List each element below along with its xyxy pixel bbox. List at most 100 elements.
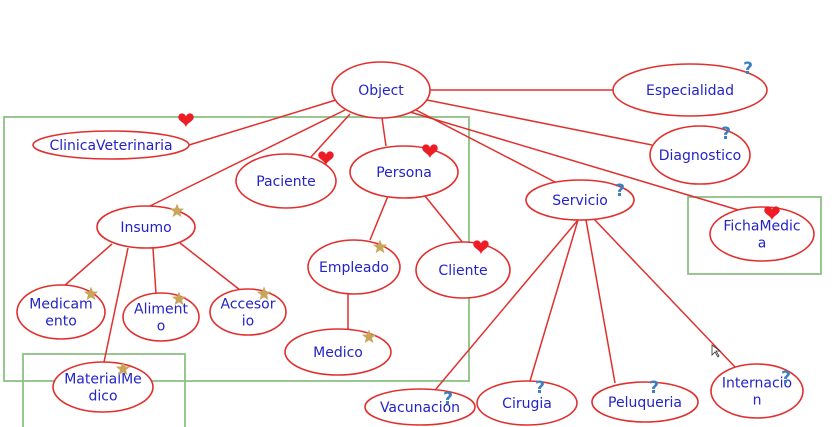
- node-empleado: Empleado: [307, 239, 401, 295]
- heart-icon: [422, 144, 438, 159]
- node-label: Object: [358, 83, 404, 99]
- star-icon: [372, 239, 388, 254]
- heart-icon: [473, 240, 489, 255]
- node-label: Cliente: [438, 263, 487, 279]
- heart-icon: [318, 151, 334, 166]
- question-mark-icon: ?: [535, 378, 545, 398]
- edge-insumo-accesorio: [179, 242, 241, 291]
- node-ellipse: [364, 388, 476, 426]
- node-label: o: [157, 319, 166, 335]
- node-label: ento: [45, 314, 77, 330]
- node-servicio: Servicio: [525, 179, 635, 221]
- edge-insumo-alimento: [152, 247, 157, 295]
- node-vacunacion: Vacunacion: [364, 388, 476, 426]
- nodes: Object EspecialidadClinicaVeterinariaPaci…: [16, 61, 815, 426]
- question-mark-icon: ?: [781, 368, 791, 388]
- question-mark-icon: ?: [743, 59, 753, 79]
- edge-persona-empleado: [369, 195, 389, 241]
- node-peluqueria: Peluqueria: [591, 381, 699, 423]
- node-ellipse: [649, 125, 751, 185]
- node-ellipse: [209, 288, 287, 336]
- node-label: MaterialMe: [64, 372, 142, 388]
- edge-servicio-internacion: [592, 217, 737, 369]
- markers: ???????: [83, 59, 791, 409]
- node-label: Medicam: [29, 297, 92, 313]
- edge-persona-cliente: [424, 195, 464, 244]
- node-label: Persona: [376, 165, 432, 181]
- edge-object-insumo: [149, 109, 346, 207]
- node-label: Accesor: [221, 297, 276, 313]
- node-label: Peluqueria: [608, 395, 682, 411]
- mouse-pointer-icon: [711, 344, 722, 358]
- heart-icon: [178, 113, 194, 128]
- node-ellipse: [591, 381, 699, 423]
- node-ellipse: [612, 63, 768, 117]
- node-label: ClinicaVeterinaria: [49, 138, 172, 154]
- node-label: dico: [88, 389, 117, 405]
- node-label: Paciente: [256, 174, 316, 190]
- node-label: Insumo: [120, 220, 171, 236]
- material-group-box: [22, 353, 186, 427]
- node-diagnostico: Diagnostico: [649, 125, 751, 185]
- edge-object-persona: [381, 117, 387, 147]
- node-cliente: Cliente: [415, 241, 511, 299]
- node-label: Empleado: [319, 260, 389, 276]
- edge-servicio-peluqueria: [585, 219, 616, 384]
- edge-object-ficha_medica: [409, 111, 746, 213]
- heart-icon: [764, 206, 780, 221]
- node-label: Diagnostico: [659, 148, 742, 164]
- node-ellipse: [32, 130, 190, 160]
- node-label: n: [753, 393, 762, 409]
- node-ellipse: [349, 145, 459, 199]
- node-cirugia: Cirugia: [476, 380, 578, 426]
- question-mark-icon: ?: [443, 389, 453, 409]
- node-ellipse: [307, 239, 401, 295]
- edges: [63, 89, 746, 390]
- star-icon: [115, 361, 131, 376]
- node-label: Internacio: [722, 376, 792, 392]
- node-label: Cirugia: [502, 396, 552, 412]
- star-icon: [171, 291, 187, 306]
- node-label: Medico: [313, 345, 363, 361]
- node-ellipse: [284, 328, 392, 376]
- star-icon: [256, 286, 272, 301]
- question-mark-icon: ?: [721, 124, 731, 144]
- star-icon: [361, 329, 377, 344]
- question-mark-icon: ?: [649, 378, 659, 398]
- node-ellipse: [710, 363, 804, 419]
- node-label: io: [242, 314, 254, 330]
- node-ellipse: [476, 380, 578, 426]
- node-label: Especialidad: [646, 83, 734, 99]
- star-icon: [169, 203, 185, 218]
- node-medico: Medico: [284, 328, 392, 376]
- node-label: FichaMedic: [723, 219, 800, 235]
- node-label: Vacunacion: [380, 400, 460, 416]
- edge-object-paciente: [310, 113, 351, 158]
- node-especialidad: Especialidad: [612, 63, 768, 117]
- node-ellipse: [52, 361, 154, 413]
- node-insumo: Insumo: [96, 205, 196, 249]
- node-label: Servicio: [552, 193, 608, 209]
- node-ellipse: [16, 284, 106, 340]
- node-label: a: [758, 236, 767, 252]
- edge-insumo-medicamento: [63, 243, 113, 287]
- node-clinica-veterinaria: ClinicaVeterinaria: [32, 130, 190, 160]
- edge-servicio-cirugia: [529, 219, 579, 382]
- node-ellipse: [415, 241, 511, 299]
- node-ellipse: [525, 179, 635, 221]
- node-ellipse: [235, 153, 337, 209]
- node-ellipse: [331, 61, 431, 119]
- node-label: Aliment: [134, 302, 188, 318]
- edge-object-clinica_veterinaria: [188, 99, 337, 146]
- node-ellipse: [122, 292, 200, 342]
- ficha-group-box: [687, 196, 822, 275]
- node-object: Object: [331, 61, 431, 119]
- edge-object-servicio: [415, 109, 556, 183]
